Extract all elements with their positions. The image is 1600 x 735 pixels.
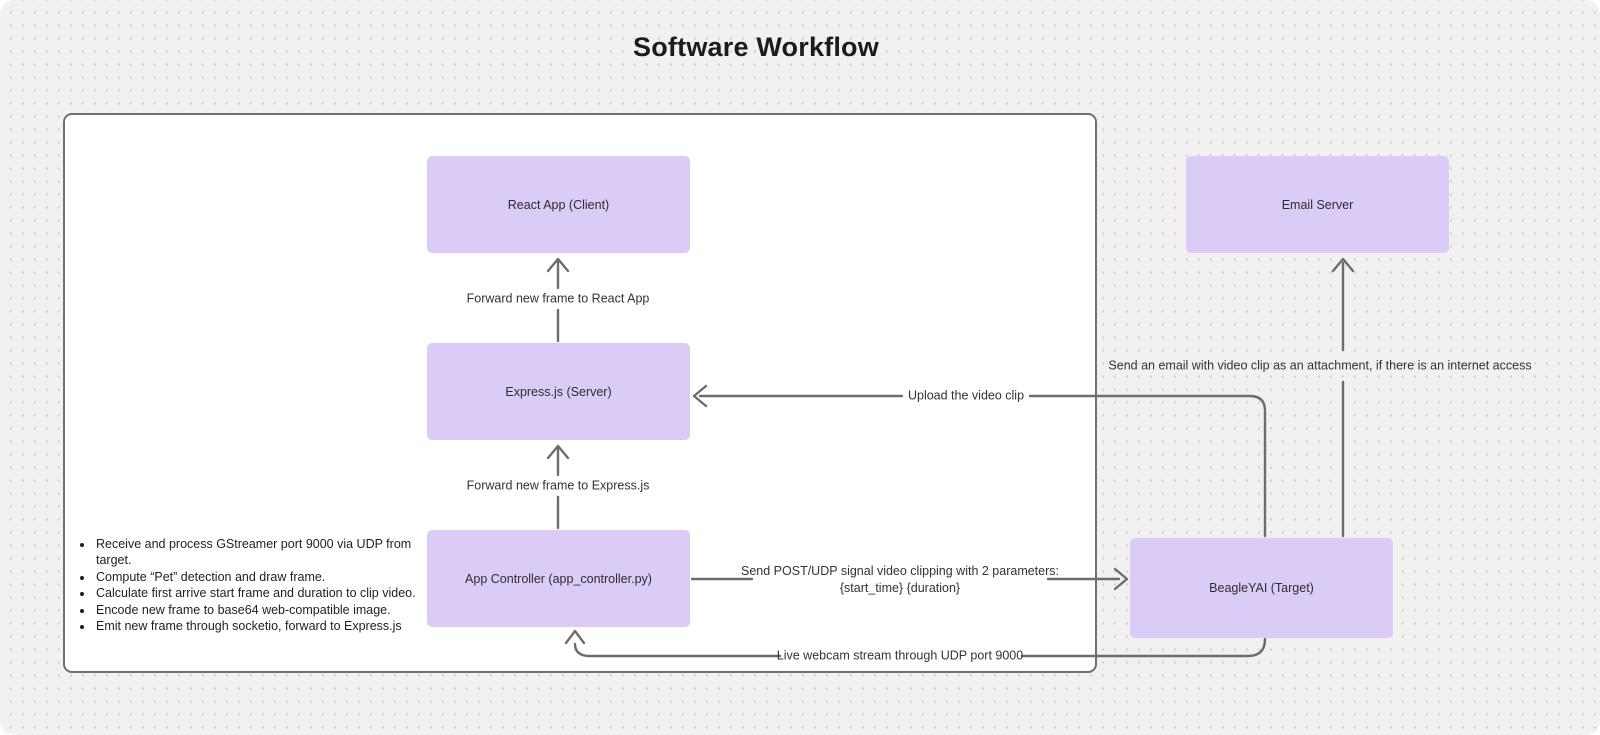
edge-label-send-email: Send an email with video clip as an atta… [1108, 358, 1532, 373]
page-title: Software Workflow [633, 32, 879, 62]
note-item: Calculate first arrive start frame and d… [94, 585, 444, 601]
node-app-controller[interactable]: App Controller (app_controller.py) [427, 530, 690, 627]
app-controller-notes: Receive and process GStreamer port 9000 … [80, 536, 444, 634]
edge-label-forward-react: Forward new frame to React App [466, 291, 650, 306]
edge-label-forward-express: Forward new frame to Express.js [466, 478, 650, 493]
node-email-server-label: Email Server [1281, 197, 1354, 212]
note-item: Emit new frame through socketio, forward… [94, 618, 444, 634]
arrow-up-icon [1331, 257, 1355, 273]
node-email-server[interactable]: Email Server [1186, 156, 1449, 253]
node-app-controller-label: App Controller (app_controller.py) [465, 571, 652, 586]
edge-label-send-post-line1: Send POST/UDP signal video clipping with… [741, 564, 1059, 578]
node-react-app-label: React App (Client) [507, 197, 610, 212]
node-beagleyai-target-label: BeagleYAI (Target) [1209, 581, 1314, 595]
node-express-server[interactable]: Express.js (Server) [427, 343, 690, 440]
node-express-server-label: Express.js (Server) [505, 384, 612, 399]
node-beagleyai-target[interactable]: BeagleYAI (Target) [1130, 538, 1393, 638]
note-item: Encode new frame to base64 web-compatibl… [94, 602, 444, 618]
edge-label-send-post-line2: {start_time} {duration} [839, 581, 961, 595]
note-item: Compute “Pet” detection and draw frame. [94, 569, 444, 585]
edge-label-upload-video-clip: Upload the video clip [907, 388, 1025, 403]
edge-label-live-webcam: Live webcam stream through UDP port 9000 [776, 648, 1024, 663]
arrow-right-icon [1113, 567, 1129, 591]
node-react-app[interactable]: React App (Client) [427, 156, 690, 253]
edge-label-send-post: Send POST/UDP signal video clipping with… [741, 563, 1059, 597]
note-item: Receive and process GStreamer port 9000 … [94, 536, 444, 569]
